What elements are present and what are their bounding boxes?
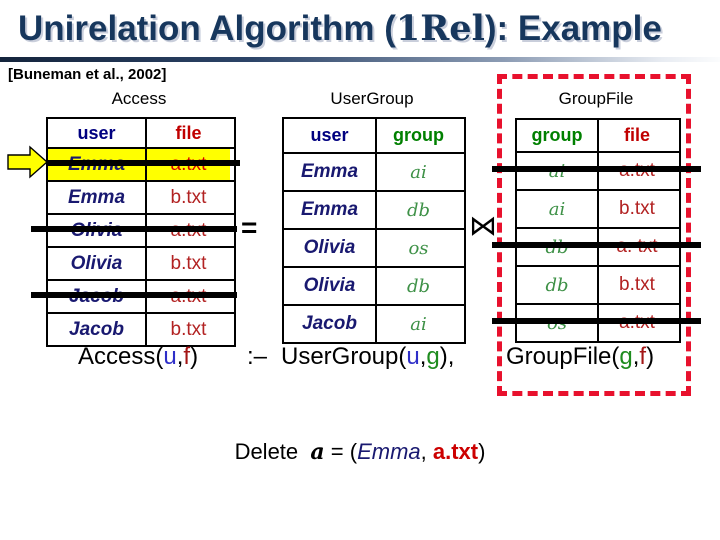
usergroup-row-3: Olivia db: [284, 266, 464, 304]
rule-usergroup-part-0: UserGroup(: [281, 343, 407, 370]
access-cell-5-file: b.txt: [145, 314, 230, 345]
rule-head-part-4: ): [190, 343, 199, 370]
groupfile-header-row: group file: [517, 120, 679, 151]
strike-bar-access-row-2: [31, 226, 237, 232]
usergroup-cell-3-user: Olivia: [303, 275, 356, 296]
delete-line-part-2: = (: [324, 439, 358, 464]
groupfile-cell-1-file: b.txt: [597, 191, 675, 227]
pointer-arrow-icon: [7, 145, 49, 179]
rule-groupfile-part-0: GroupFile(: [506, 343, 620, 370]
strike-bar-access-row-0: [46, 160, 240, 166]
groupfile-row-3: db b.txt: [517, 265, 679, 303]
access-row-1: Emma b.txt: [48, 180, 234, 213]
access-table: userfileEmmaa.txtEmmab.txtOliviaa.txtOli…: [46, 117, 236, 347]
usergroup-cell-0-group: ai: [375, 154, 460, 190]
strike-bar-groupfile-row-0: [492, 166, 701, 172]
page-title-suffix: ): Example: [484, 9, 662, 48]
rule-groupfile-part-1: g: [619, 343, 633, 370]
citation: [Buneman et al., 2002]: [8, 66, 167, 83]
access-table-caption: Access: [111, 89, 167, 108]
delete-line-part-6: ): [478, 439, 486, 464]
groupfile-row-1: ai b.txt: [517, 189, 679, 227]
delete-line-part-1: a: [310, 439, 325, 465]
access-cell-1-file: b.txt: [145, 182, 230, 213]
usergroup-cell-2-user: Olivia: [303, 237, 356, 258]
title-underline-rule: [0, 57, 720, 62]
delete-line-part-5: a.txt: [432, 439, 479, 464]
usergroup-cell-1-group: db: [375, 192, 460, 228]
rule-usergroup-part-1: u: [406, 343, 420, 370]
strike-bar-groupfile-row-4: [492, 318, 701, 324]
groupfile-table-caption: GroupFile: [558, 89, 634, 108]
rule-usergroup-part-4: ),: [439, 343, 455, 370]
page-title-prefix: Unirelation Algorithm (: [18, 9, 396, 48]
rule-usergroup-part-2: ,: [419, 343, 427, 370]
delete-line-part-3: Emma: [357, 439, 421, 464]
usergroup-cell-0-user: Emma: [300, 161, 359, 182]
strike-bar-access-row-4: [31, 292, 237, 298]
rule-groupfile-part-3: f: [639, 343, 647, 370]
rule-head-part-3: f: [183, 343, 191, 370]
access-header-row: user file: [48, 119, 234, 147]
access-cell-3-file: b.txt: [145, 248, 230, 279]
delete-annotation: Delete a = (Emma, a.txt): [0, 439, 720, 465]
access-header-file: file: [145, 119, 230, 147]
groupfile-header-file: file: [597, 120, 675, 151]
usergroup-cell-2-group: os: [375, 230, 460, 266]
usergroup-header-row: user group: [284, 119, 464, 152]
datalog-rule-usergroup-atom: UserGroup(u,g),: [281, 343, 454, 371]
rule-head-part-0: Access(: [78, 343, 164, 370]
rule-head-part-2: ,: [176, 343, 184, 370]
access-cell-3-user: Olivia: [70, 252, 123, 274]
access-cell-1-user: Emma: [67, 186, 126, 208]
groupfile-table: groupfileaia.txtaib.txtdba. txtdbb.txtos…: [515, 118, 681, 343]
access-row-5: Jacob b.txt: [48, 312, 234, 345]
usergroup-cell-3-group: db: [375, 268, 460, 304]
rule-head-part-1: u: [163, 343, 177, 370]
strike-bar-groupfile-row-2: [492, 242, 701, 248]
usergroup-row-2: Olivia os: [284, 228, 464, 266]
delete-line-part-0: Delete: [234, 439, 311, 464]
access-cell-5-user: Jacob: [69, 318, 124, 340]
usergroup-cell-4-group: ai: [375, 306, 460, 342]
usergroup-cell-1-user: Emma: [300, 199, 359, 220]
join-operator-icon: ⋈: [469, 209, 497, 242]
usergroup-table-caption: UserGroup: [330, 89, 414, 108]
groupfile-cell-1-group: ai: [548, 198, 566, 220]
access-row-3: Olivia b.txt: [48, 246, 234, 279]
usergroup-header-group: group: [375, 119, 460, 152]
access-header-user: user: [77, 122, 116, 143]
rule-groupfile-part-4: ): [646, 343, 655, 370]
equals-operator: =: [241, 212, 258, 243]
usergroup-cell-4-user: Jacob: [302, 313, 357, 334]
rule-usergroup-part-3: g: [426, 343, 440, 370]
datalog-rule-groupfile-atom: GroupFile(g,f): [506, 343, 654, 371]
page-title: Unirelation Algorithm (1Rel): Example: [18, 8, 718, 49]
delete-line-part-4: ,: [420, 439, 433, 464]
datalog-rule-implies: :–: [247, 343, 268, 370]
groupfile-header-group: group: [531, 125, 583, 145]
groupfile-cell-3-group: db: [545, 274, 569, 296]
usergroup-header-user: user: [310, 125, 349, 145]
datalog-rule-head: Access(u,f): [78, 343, 198, 371]
page-title-serif-part: 1Rel: [395, 8, 485, 49]
groupfile-cell-3-file: b.txt: [597, 267, 675, 303]
rule-groupfile-part-2: ,: [632, 343, 640, 370]
